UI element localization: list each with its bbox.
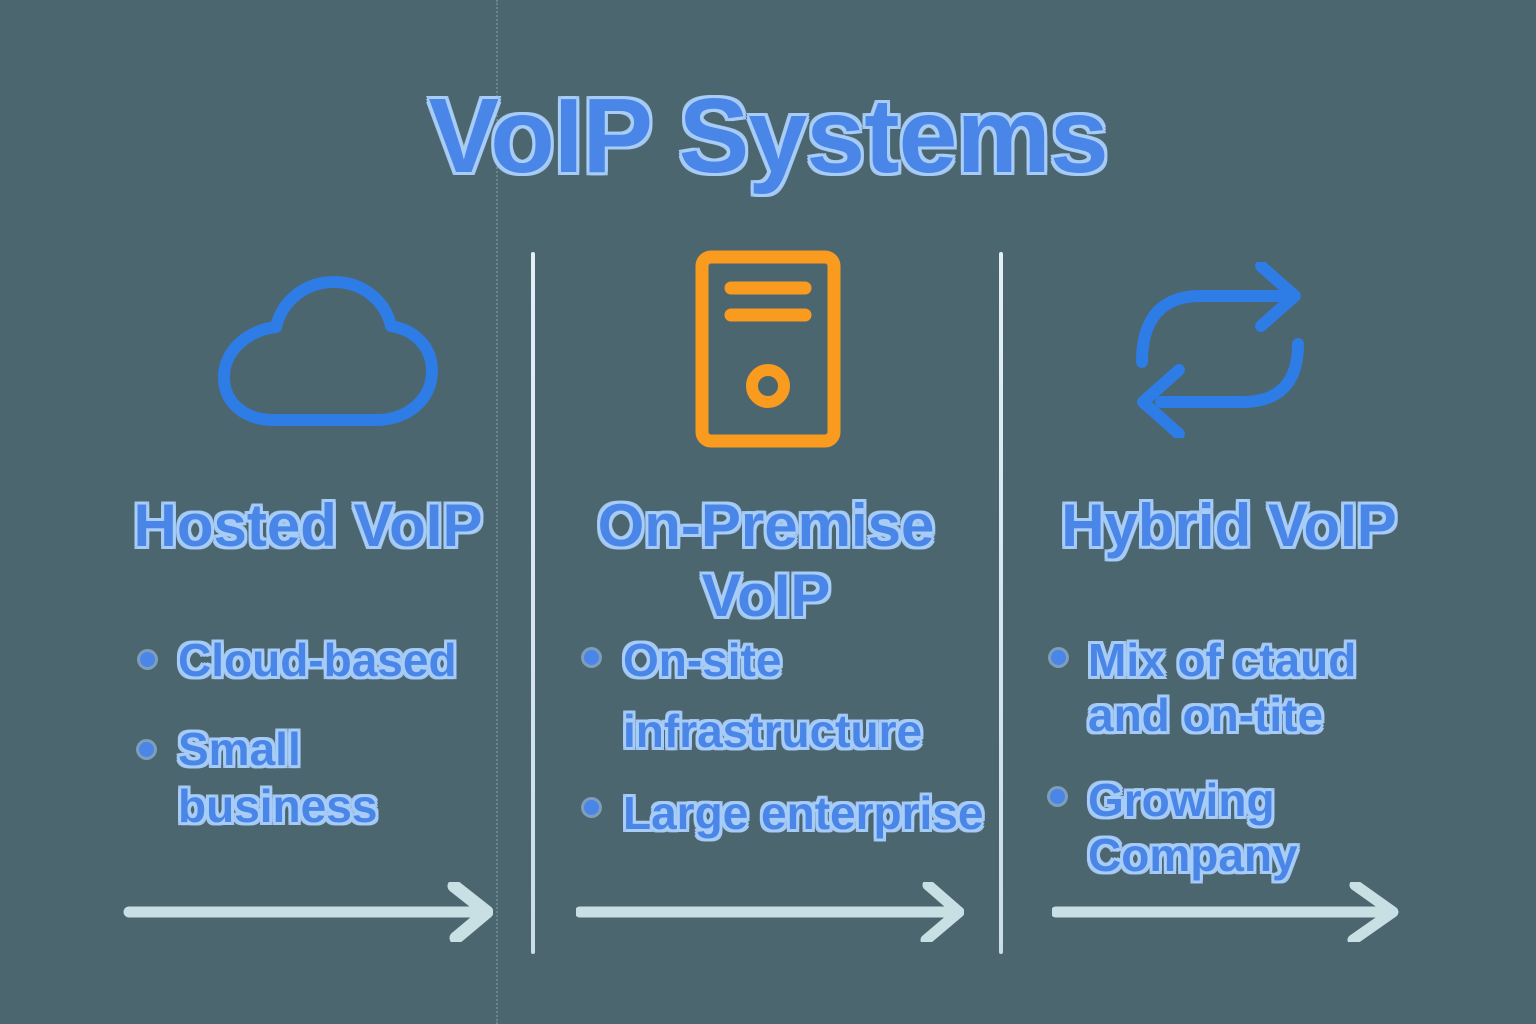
faint-guide-line — [496, 0, 498, 1024]
bullet-item: Mix of ctaud and on-tite — [1088, 634, 1357, 741]
on-premise-voip-heading: On-Premise VoIP — [597, 492, 935, 629]
flow-arrow — [1052, 882, 1400, 942]
bullet-item: Cloud-based — [178, 634, 457, 686]
bullet-item: Growing Company — [1088, 774, 1298, 881]
flow-arrow — [576, 882, 964, 942]
server-icon — [695, 250, 841, 448]
column-divider-left — [531, 252, 535, 954]
page-title: VoIP Systems — [428, 77, 1108, 195]
bullet-dot — [1050, 789, 1065, 804]
cloud-icon — [212, 273, 440, 431]
bullet-dot — [584, 800, 599, 815]
sync-arrows-icon — [1134, 262, 1304, 438]
hosted-voip-heading: Hosted VoIP — [133, 492, 483, 559]
bullet-dot — [1051, 650, 1066, 665]
bullet-dot — [584, 650, 599, 665]
bullet-dot — [140, 652, 155, 667]
bullet-item: On-site infrastructure — [623, 634, 923, 757]
hybrid-voip-heading: Hybrid VoIP — [1061, 492, 1397, 559]
bullet-dot — [139, 742, 154, 757]
column-divider-right — [999, 252, 1003, 954]
flow-arrow — [123, 882, 493, 942]
bullet-item: Small business — [178, 723, 378, 832]
bullet-item: Large enterprise — [623, 787, 984, 839]
